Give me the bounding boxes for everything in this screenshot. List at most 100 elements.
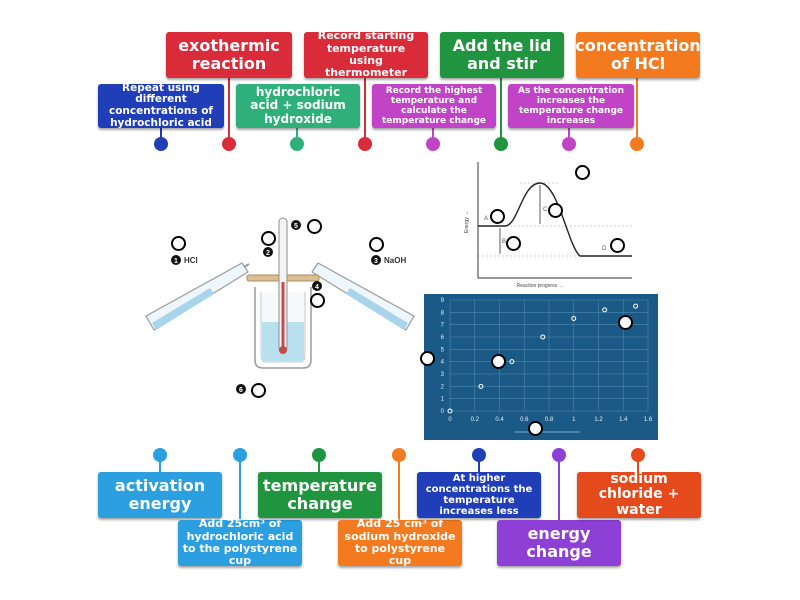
- mark-a: A: [484, 216, 488, 222]
- sodium-chloride-water-pin: [631, 448, 645, 462]
- record-highest-temp-pin: [426, 137, 440, 151]
- label-record-starting-temp[interactable]: Record starting temperature using thermo…: [304, 30, 428, 79]
- energy-change-pin: [552, 448, 566, 462]
- scatter-y-tick-label: 5: [441, 347, 445, 353]
- scatter-y-tick-label: 2: [441, 384, 445, 390]
- label-concentration-increases[interactable]: As the concentration increases the tempe…: [508, 84, 634, 128]
- scatter-y-tick-label: 7: [441, 323, 445, 329]
- scatter-x-tick-label: 0: [448, 417, 452, 423]
- scatter-x-tick-label: 0.2: [471, 417, 480, 423]
- activation-energy-pin: [153, 448, 167, 462]
- scatter-point: [633, 303, 639, 309]
- scatter-y-tick-label: 3: [441, 372, 445, 378]
- marker-5-number: 5: [294, 223, 298, 230]
- label-record-highest-temp[interactable]: Record the highest temperature and calcu…: [372, 84, 496, 128]
- hcl-text: HCl: [184, 256, 198, 265]
- marker-1: [171, 255, 181, 265]
- scatter-y-tick-label: 9: [441, 298, 445, 304]
- label-repeat-concentrations[interactable]: Repeat using different concentrations of…: [98, 82, 224, 129]
- add-lid-stir-pin: [494, 137, 508, 151]
- label-concentration-of-hcl[interactable]: concentration of HCl: [575, 32, 701, 78]
- thermometer-illustration: [278, 217, 288, 354]
- drop-target-6[interactable]: [250, 382, 266, 398]
- drop-target-10[interactable]: [505, 235, 521, 251]
- scatter-y-tick-label: 6: [441, 335, 445, 341]
- repeat-concentrations-pin: [154, 137, 168, 151]
- drop-target-15[interactable]: [527, 420, 543, 436]
- marker-6-number: 6: [239, 387, 243, 394]
- add-sodium-hydroxide-pin: [392, 448, 406, 462]
- concentration-of-hcl-pin: [630, 137, 644, 151]
- add-hydrochloric-acid-pin: [233, 448, 247, 462]
- scatter-x-tick-label: 0.8: [545, 417, 554, 423]
- higher-concentrations-pin: [472, 448, 486, 462]
- drop-target-2[interactable]: [260, 230, 276, 246]
- scatter-point: [478, 383, 484, 389]
- drop-target-11[interactable]: [609, 237, 625, 253]
- marker-6: [236, 384, 246, 394]
- label-activation-energy[interactable]: activation energy: [98, 472, 222, 518]
- scatter-x-tick-label: 1.2: [594, 417, 603, 423]
- naoh-text: NaOH: [384, 256, 406, 265]
- label-temperature-change[interactable]: temperature change: [258, 472, 382, 518]
- marker-3-number: 3: [374, 258, 378, 265]
- scatter-y-tick-label: 4: [441, 360, 445, 366]
- scatter-x-tick-label: 0.4: [495, 417, 504, 423]
- scatter-point: [447, 408, 453, 414]
- label-energy-change[interactable]: energy change: [497, 520, 621, 566]
- left-measuring-cylinder: [145, 262, 250, 331]
- drop-target-8[interactable]: [489, 208, 505, 224]
- drop-target-14[interactable]: [617, 314, 633, 330]
- right-measuring-cylinder: [311, 262, 415, 331]
- scatter-point: [602, 307, 608, 313]
- concentration-increases-pin: [562, 137, 576, 151]
- drop-target-7[interactable]: [574, 164, 590, 180]
- marker-3: [371, 255, 381, 265]
- reaction-progress-label: Reaction progress →: [517, 283, 564, 289]
- marker-1-number: 1: [174, 258, 178, 265]
- label-hcl-naoh[interactable]: hydrochloric acid + sodium hydroxide: [236, 84, 360, 128]
- scatter-point: [540, 334, 546, 340]
- drop-target-9[interactable]: [547, 202, 563, 218]
- mark-b: B: [502, 239, 506, 245]
- marker-4-number: 4: [315, 284, 319, 291]
- label-add-lid-stir[interactable]: Add the lid and stir: [440, 32, 564, 78]
- temperature-change-pin: [312, 448, 326, 462]
- scatter-x-tick-label: 1.6: [644, 417, 653, 423]
- exothermic-reaction-pin: [222, 137, 236, 151]
- scatter-y-tick-label: 0: [441, 409, 445, 415]
- scatter-x-tick-label: 1.4: [619, 417, 628, 423]
- label-add-sodium-hydroxide[interactable]: Add 25 cm³ of sodium hydroxide to polyst…: [338, 518, 462, 567]
- scatter-grid: [449, 299, 649, 412]
- energy-curve: [478, 182, 632, 257]
- drop-target-13[interactable]: [490, 353, 506, 369]
- marker-2: [263, 247, 273, 257]
- record-starting-temp-pin: [358, 137, 372, 151]
- mark-c: C: [543, 207, 548, 213]
- scatter-points: [447, 303, 639, 414]
- scatter-point: [571, 316, 577, 321]
- scatter-y-tick-label: 1: [441, 397, 445, 403]
- scatter-point: [509, 359, 515, 365]
- scatter-x-tick-label: 0.6: [520, 417, 529, 423]
- drop-target-12[interactable]: [419, 350, 435, 366]
- drop-target-3[interactable]: [306, 218, 322, 234]
- drop-target-5[interactable]: [309, 292, 325, 308]
- label-add-hydrochloric-acid[interactable]: Add 25cm³ of hydrochloric acid to the po…: [178, 518, 302, 567]
- mark-d: D: [602, 246, 607, 252]
- label-higher-concentrations[interactable]: At higher concentrations the temperature…: [417, 472, 541, 518]
- marker-4: [312, 281, 322, 291]
- scatter-y-tick-label: 8: [441, 310, 445, 316]
- hcl-naoh-pin: [290, 137, 304, 151]
- label-exothermic-reaction[interactable]: exothermic reaction: [166, 32, 292, 78]
- label-sodium-chloride-water[interactable]: sodium chloride + water: [577, 471, 701, 518]
- drop-target-1[interactable]: [170, 235, 186, 251]
- drop-target-4[interactable]: [368, 236, 384, 252]
- marker-5: [291, 220, 301, 230]
- energy-axis-label: Energy →: [464, 211, 470, 233]
